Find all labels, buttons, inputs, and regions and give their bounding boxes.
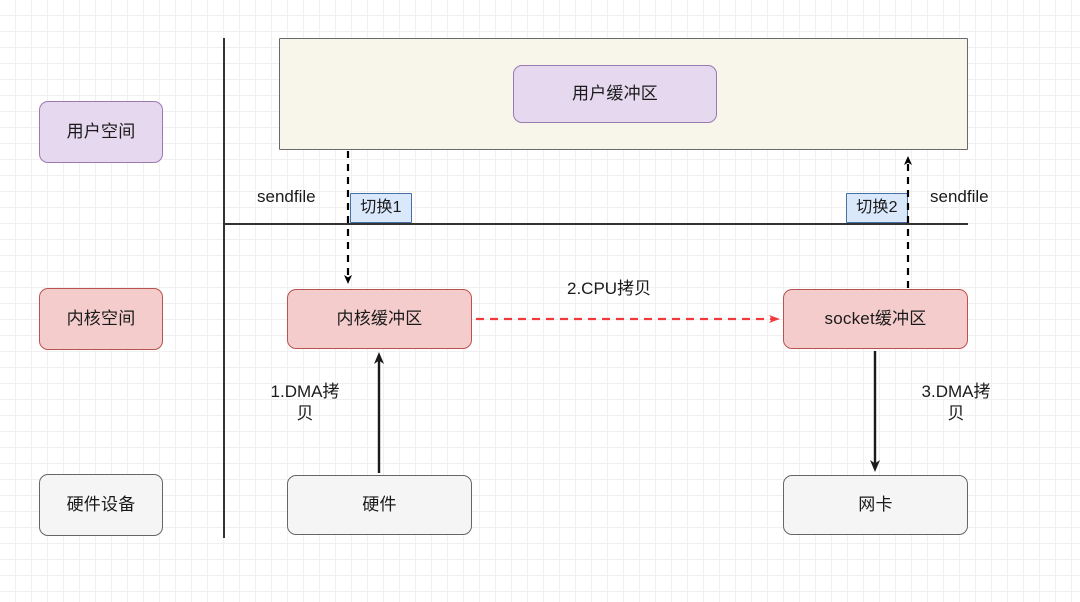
- switch-1-chip[interactable]: 切换1: [350, 193, 412, 223]
- switch-2-label: 切换2: [856, 199, 898, 216]
- node-socket-buffer-label: socket缓冲区: [824, 309, 927, 329]
- label-dma-copy-3: 3.DMA拷 贝: [921, 382, 991, 424]
- label-sendfile-left: sendfile: [257, 187, 316, 206]
- legend-user-space-label: 用户空间: [66, 122, 136, 142]
- node-nic[interactable]: 网卡: [783, 475, 968, 535]
- legend-hardware-device[interactable]: 硬件设备: [39, 474, 163, 536]
- legend-kernel-space[interactable]: 内核空间: [39, 288, 163, 350]
- label-dma-copy-1: 1.DMA拷 贝: [270, 382, 340, 424]
- label-cpu-copy: 2.CPU拷贝: [567, 279, 652, 298]
- space-divider-vertical: [223, 38, 225, 538]
- space-divider-horizontal: [223, 223, 968, 225]
- node-nic-label: 网卡: [858, 495, 893, 515]
- label-sendfile-right: sendfile: [930, 187, 989, 206]
- switch-1-label: 切换1: [360, 199, 402, 216]
- legend-user-space[interactable]: 用户空间: [39, 101, 163, 163]
- switch-2-chip[interactable]: 切换2: [846, 193, 908, 223]
- node-hardware-label: 硬件: [362, 495, 397, 515]
- node-user-buffer-label: 用户缓冲区: [572, 84, 658, 104]
- node-socket-buffer[interactable]: socket缓冲区: [783, 289, 968, 349]
- node-user-buffer[interactable]: 用户缓冲区: [513, 65, 717, 123]
- node-kernel-buffer[interactable]: 内核缓冲区: [287, 289, 472, 349]
- legend-hardware-device-label: 硬件设备: [66, 495, 136, 515]
- legend-kernel-space-label: 内核空间: [66, 309, 136, 329]
- node-kernel-buffer-label: 内核缓冲区: [336, 309, 423, 329]
- node-hardware[interactable]: 硬件: [287, 475, 472, 535]
